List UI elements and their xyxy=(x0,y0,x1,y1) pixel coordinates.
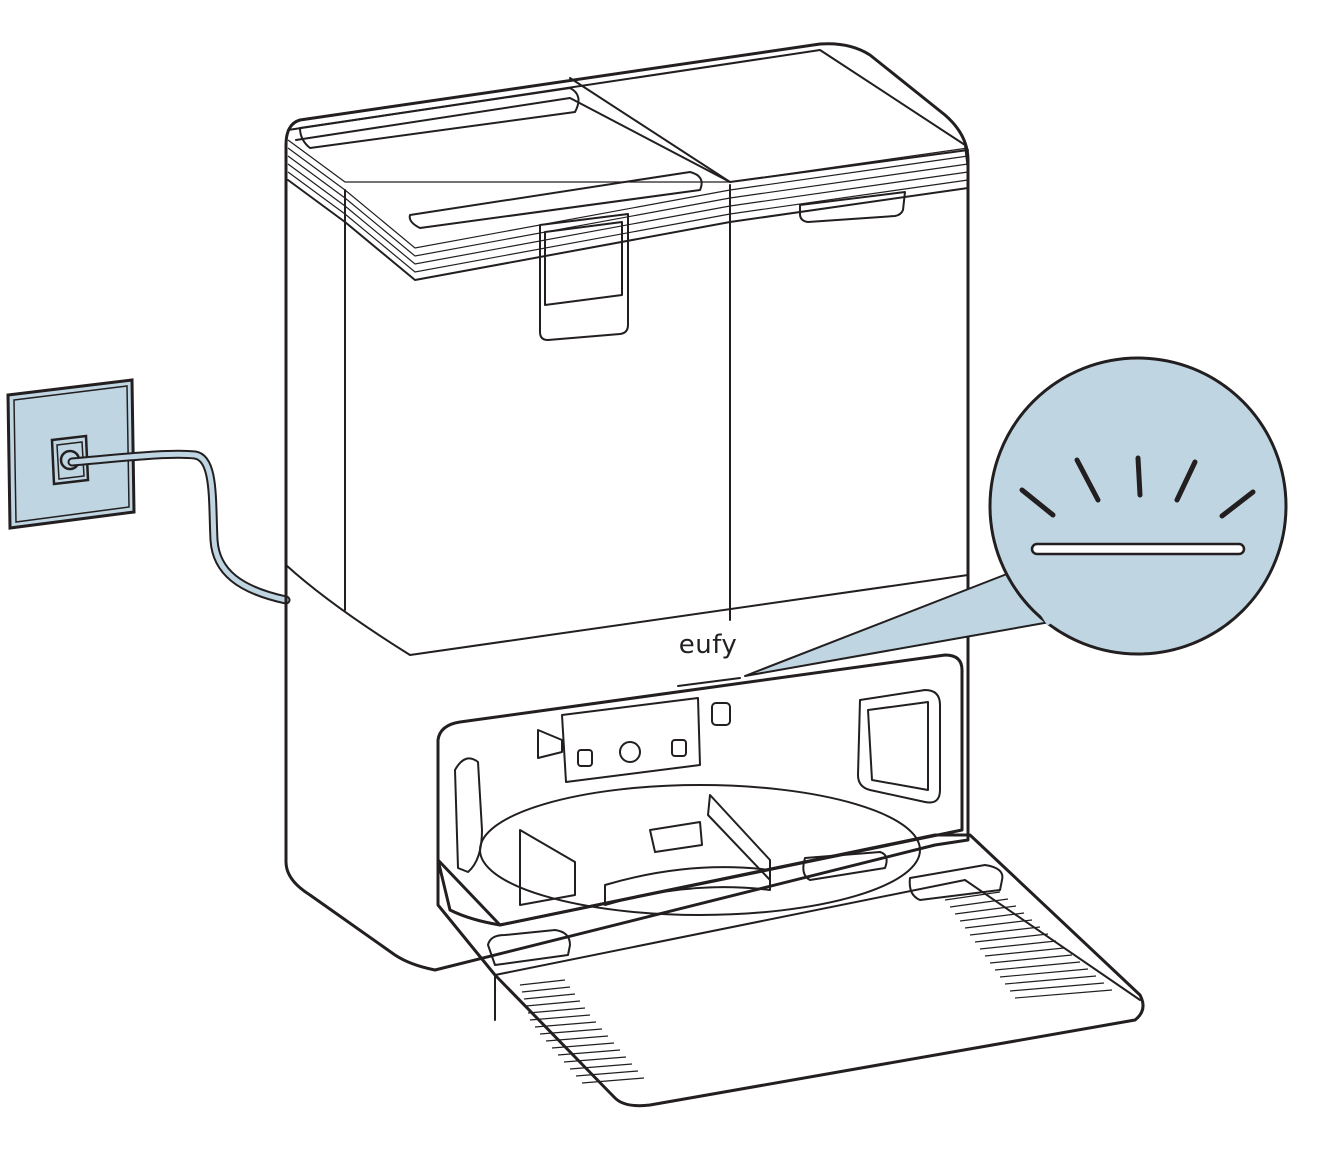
indicator-light-icon xyxy=(677,677,741,687)
base-station xyxy=(284,42,1145,1108)
indicator-callout xyxy=(744,356,1288,677)
light-bar-icon xyxy=(1030,542,1246,556)
brand-logo: eufy xyxy=(678,630,738,660)
power-cord-icon xyxy=(67,449,291,605)
wall-outlet-icon xyxy=(6,378,136,530)
glow-rays-icon xyxy=(1019,455,1256,519)
